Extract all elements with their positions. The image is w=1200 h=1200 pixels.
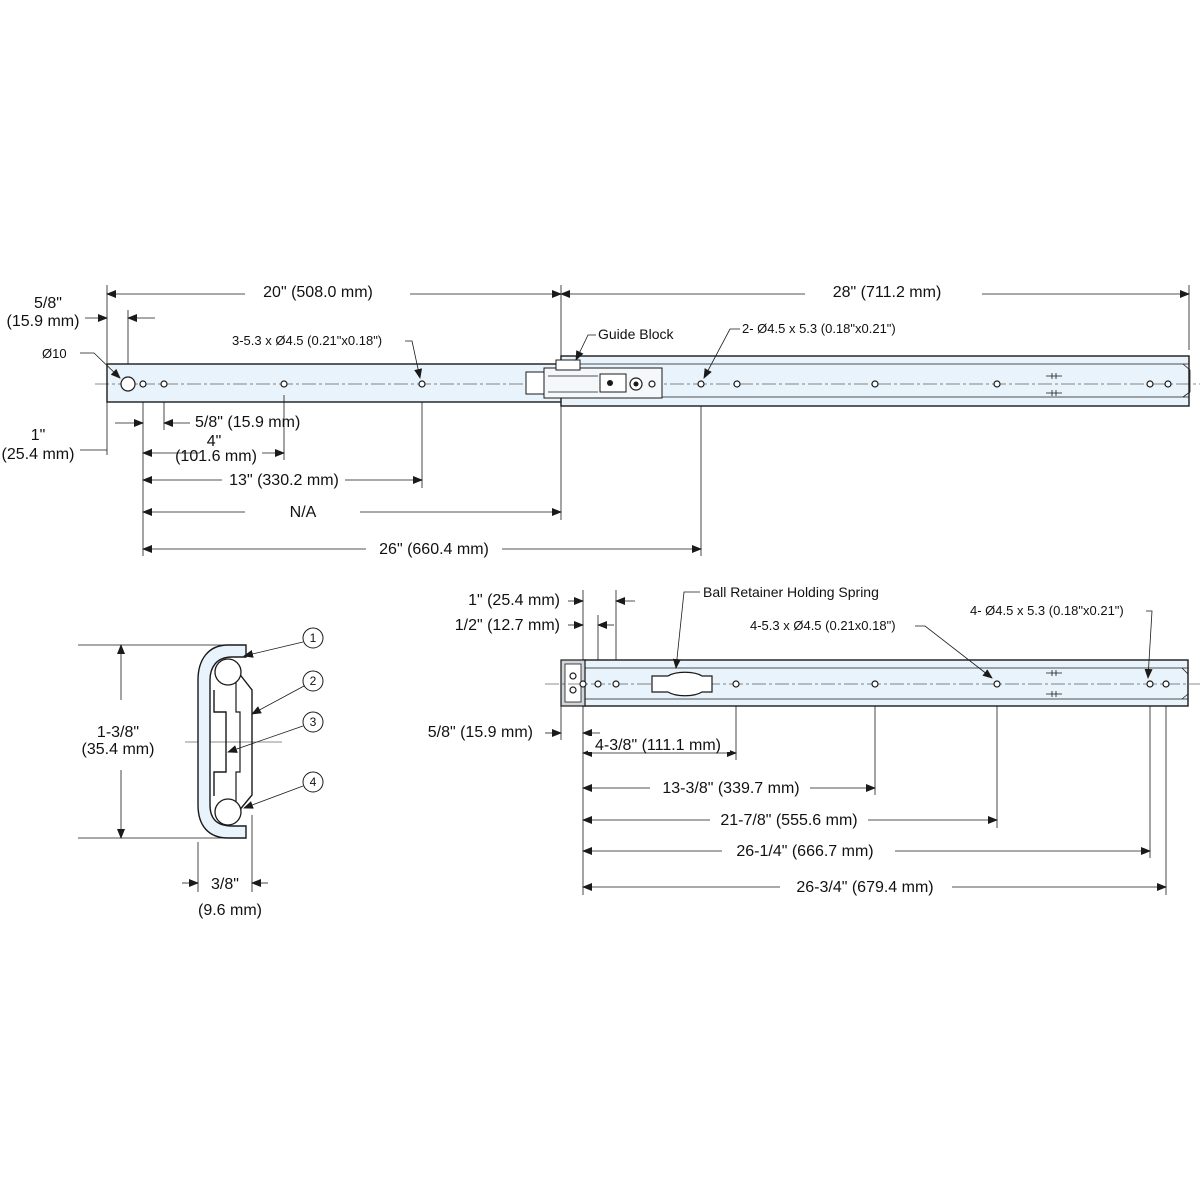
- ball-retainer-spring: [651, 671, 713, 697]
- holes-2-label: 2- Ø4.5 x 5.3 (0.18"x0.21"): [742, 321, 896, 336]
- callout-4: 4: [243, 771, 324, 809]
- mount-hole: [733, 380, 741, 388]
- dim-13-3-8: 13-3/8" (339.7 mm): [662, 780, 799, 797]
- guide-block-label: Guide Block: [598, 326, 674, 342]
- mount-hole: [1162, 680, 1170, 688]
- mount-hole: [871, 380, 879, 388]
- guide-block: [525, 359, 663, 399]
- dim-5-8-low: 5/8" (15.9 mm): [195, 414, 300, 431]
- mount-hole: [1146, 680, 1154, 688]
- dia-10-label: Ø10: [42, 346, 67, 361]
- dim-28-label: 28" (711.2 mm): [833, 284, 942, 301]
- outer-profile: [197, 644, 247, 839]
- dim-4-b: (101.6 mm): [175, 448, 257, 465]
- dim-26-1-4: 26-1/4" (666.7 mm): [736, 843, 873, 860]
- ball-bottom: [214, 798, 242, 826]
- mount-hole: [612, 680, 620, 688]
- dim-13-label: 13" (330.2 mm): [229, 472, 339, 489]
- bottom-view: 1" (25.4 mm) 1/2" (12.7 mm) Ball Retaine…: [428, 584, 1200, 896]
- callout-3: 3: [227, 711, 324, 753]
- dim-1-b: (25.4 mm): [2, 446, 75, 463]
- mount-hole: [1164, 380, 1172, 388]
- mount-hole: [579, 680, 587, 688]
- dim-4-a: 4": [207, 433, 222, 450]
- dim-1-bottom: 1" (25.4 mm): [468, 592, 560, 609]
- dim-5-8-top-b: (15.9 mm): [7, 313, 80, 330]
- section-view: 1-3/8" (35.4 mm) 3/8" (9.6 mm) 1 2: [78, 627, 324, 919]
- dim-1-2-bottom: 1/2" (12.7 mm): [455, 617, 560, 634]
- mount-hole: [871, 680, 879, 688]
- section-height-a: 1-3/8": [97, 724, 139, 741]
- mount-hole: [993, 680, 1001, 688]
- mount-hole: [993, 380, 1001, 388]
- callout-4-label: 4: [310, 775, 317, 789]
- callout-1: 1: [243, 627, 324, 658]
- callout-2-label: 2: [310, 674, 317, 688]
- holes-3-label: 3-5.3 x Ø4.5 (0.21"x0.18"): [232, 333, 382, 348]
- dim-5-8-bottom: 5/8" (15.9 mm): [428, 724, 533, 741]
- dim-26-3-4: 26-3/4" (679.4 mm): [796, 879, 933, 896]
- outer-rail: [106, 363, 563, 403]
- spring-label: Ball Retainer Holding Spring: [703, 584, 879, 600]
- holes-4b-label: 4- Ø4.5 x 5.3 (0.18"x0.21"): [970, 603, 1124, 618]
- mount-hole: [418, 380, 426, 388]
- holes-4a-label: 4-5.3 x Ø4.5 (0.21x0.18"): [750, 618, 896, 633]
- section-width-b: (9.6 mm): [198, 902, 262, 919]
- dim-na-label: N/A: [290, 504, 317, 521]
- top-view: 20" (508.0 mm) 28" (711.2 mm) 5/8" (15.9…: [2, 284, 1200, 558]
- callout-2: 2: [251, 670, 324, 715]
- section-height-b: (35.4 mm): [82, 741, 155, 758]
- callout-3-label: 3: [310, 715, 317, 729]
- mount-hole: [280, 380, 288, 388]
- dim-5-8-top-a: 5/8": [34, 295, 62, 312]
- mount-hole: [139, 380, 147, 388]
- mount-hole-dia10: [120, 376, 136, 392]
- mount-hole: [697, 380, 705, 388]
- callout-1-label: 1: [310, 631, 317, 645]
- mount-hole: [1146, 380, 1154, 388]
- mount-hole: [732, 680, 740, 688]
- dim-1-a: 1": [31, 427, 46, 444]
- dim-4-3-8: 4-3/8" (111.1 mm): [595, 737, 721, 754]
- dim-26-label: 26" (660.4 mm): [379, 541, 489, 558]
- dim-20-label: 20" (508.0 mm): [263, 284, 373, 301]
- ball-top: [214, 658, 242, 686]
- mount-hole: [160, 380, 168, 388]
- dim-21-7-8: 21-7/8" (555.6 mm): [720, 812, 857, 829]
- mount-hole: [594, 680, 602, 688]
- section-width-a: 3/8": [211, 876, 239, 893]
